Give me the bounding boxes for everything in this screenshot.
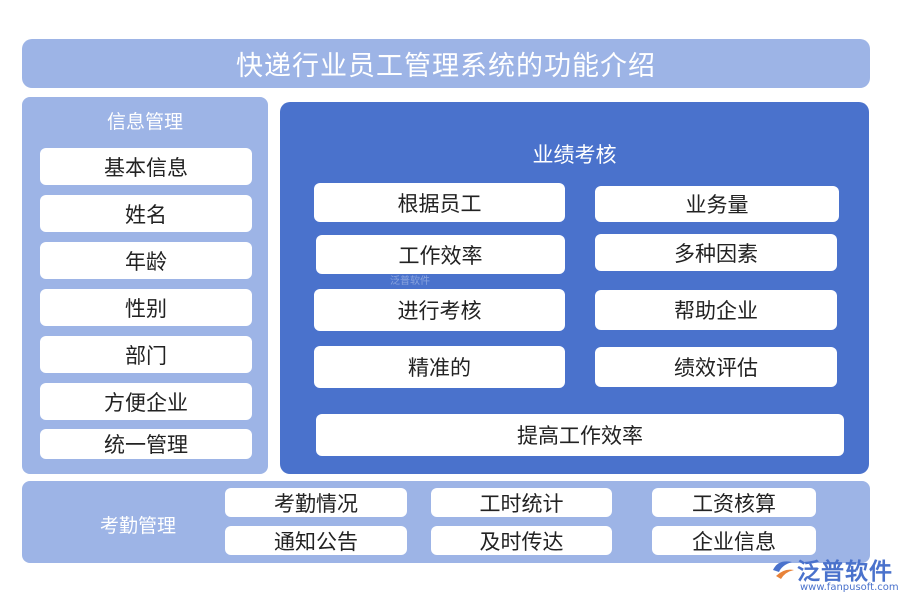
performance-panel: 业绩考核 (280, 102, 869, 474)
info-item-name: 姓名 (40, 195, 252, 232)
info-item-convenient: 方便企业 (40, 383, 252, 420)
performance-item-right-3: 帮助企业 (595, 290, 837, 330)
performance-item-bottom: 提高工作效率 (316, 414, 844, 456)
attendance-item-r2-2: 及时传达 (431, 526, 612, 555)
performance-item-right-4: 绩效评估 (595, 347, 837, 387)
performance-item-left-4: 精准的 (314, 346, 565, 388)
fanpusoft-logo: 泛普软件 www.fanpusoft.com (770, 552, 899, 597)
info-item-age: 年龄 (40, 242, 252, 279)
info-item-unified: 统一管理 (40, 429, 252, 459)
attendance-item-r1-3: 工资核算 (652, 488, 816, 517)
attendance-item-r1-2: 工时统计 (431, 488, 612, 517)
performance-item-left-1: 根据员工 (314, 183, 565, 222)
watermark: 泛普软件 (390, 276, 430, 287)
performance-item-right-2: 多种因素 (595, 234, 837, 271)
logo-icon (773, 561, 794, 579)
info-management-heading: 信息管理 (106, 111, 183, 133)
performance-item-right-1: 业务量 (595, 186, 839, 222)
logo-url: www.fanpusoft.com (800, 582, 899, 593)
info-item-gender: 性别 (40, 289, 252, 326)
attendance-item-r2-1: 通知公告 (225, 526, 407, 555)
performance-item-left-2: 工作效率 (316, 235, 565, 274)
logo-name: 泛普软件 (797, 559, 893, 585)
attendance-heading: 考勤管理 (100, 515, 177, 537)
attendance-item-r1-1: 考勤情况 (225, 488, 407, 517)
page-title: 快递行业员工管理系统的功能介绍 (22, 39, 870, 88)
performance-item-left-3: 进行考核 (314, 289, 565, 331)
performance-heading: 业绩考核 (532, 143, 617, 167)
attendance-item-r2-3: 企业信息 (652, 526, 816, 555)
info-item-department: 部门 (40, 336, 252, 373)
info-item-basic-info: 基本信息 (40, 148, 252, 185)
